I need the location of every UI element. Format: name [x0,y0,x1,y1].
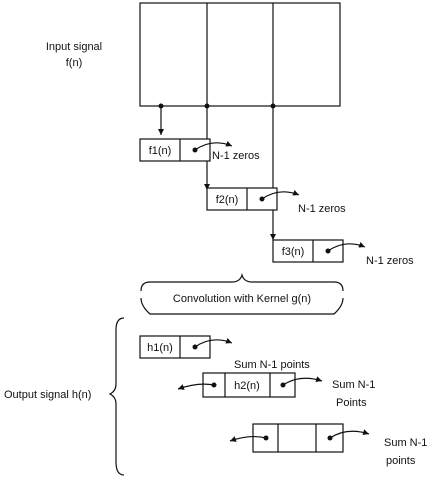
input-signal-name: f(n) [66,57,83,69]
zero-pad-arrow [261,189,300,200]
f3-label: f3(n) [282,246,305,258]
h3-sum-label-line2: points [386,455,416,467]
overlap-right-arrow [329,429,370,439]
input-signal-box [139,2,341,107]
input-signal-outline [139,2,341,107]
h2-sum-label-line1: Sum N-1 [332,379,375,391]
h3-sum-label-line1: Sum N-1 [384,437,427,449]
f1-label: f1(n) [149,145,172,157]
f3-zero-pad-label: N-1 zeros [366,255,414,267]
convolution-brace-bottom [140,297,344,315]
zero-pad-arrow [194,140,233,151]
output-curly-brace [108,317,125,476]
convolution-brace-top [140,272,344,292]
f2-zero-pad-label: N-1 zeros [298,203,346,215]
f1-zero-pad-label: N-1 zeros [212,150,260,162]
overlap-right-arrow [282,376,323,386]
h2-sum-label-line2: Points [336,397,367,409]
f1-block-outline [139,138,211,162]
h3-row: Sum N-1 points [229,423,427,467]
h1-sum-label: Sum N-1 points [234,359,310,371]
f3-block-outline [272,239,344,263]
f2-block-outline [206,187,278,211]
segment-drop-lines [158,103,276,240]
convolution-label: Convolution with Kernel g(n) [173,293,311,305]
output-brace: Output signal h(n) [4,317,125,476]
f2-block: f2(n) N-1 zeros [206,187,346,215]
output-signal-label: Output signal h(n) [4,389,91,401]
overlap-left-arrow [177,383,215,390]
convolution-brace: Convolution with Kernel g(n) [140,272,344,315]
h2-label: h2(n) [234,380,260,392]
input-signal-label: Input signal [46,41,102,53]
f3-block: f3(n) N-1 zeros [272,239,414,267]
h1-label: h1(n) [147,342,173,354]
h2-row: h2(n) Sum N-1 Points [177,372,375,409]
overlap-arrow [194,337,233,348]
h1-row: h1(n) Sum N-1 points [139,335,310,371]
h2-block-outline [202,372,296,398]
f2-label: f2(n) [216,194,239,206]
h1-block-outline [139,335,211,359]
overlap-left-arrow [229,435,267,442]
f1-block: f1(n) N-1 zeros [139,138,260,162]
zero-pad-arrow [327,241,366,252]
